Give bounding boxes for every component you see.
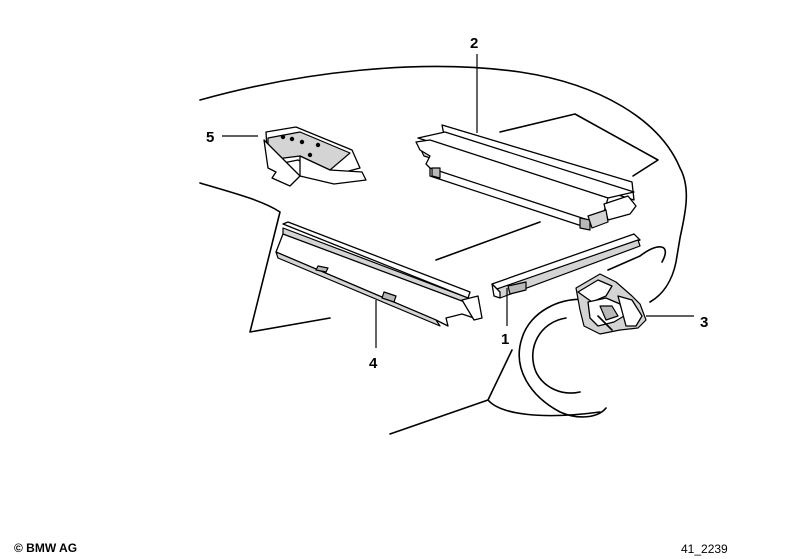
part-4-lower-channel [275,221,483,327]
vehicle-body-outline [199,65,688,435]
part-5-bracket [263,126,367,187]
part-2-upper-channel [415,124,637,231]
callout-2: 2 [470,35,478,52]
copyright-text: © BMW AG [14,541,78,555]
part-1-rail [491,233,641,299]
callout-3: 3 [700,314,708,331]
diagram-id: 41_2239 [681,542,728,556]
callout-1: 1 [501,331,509,348]
part-3-corner-bracket [575,273,647,335]
callout-4: 4 [369,355,378,372]
callout-5: 5 [206,129,214,146]
